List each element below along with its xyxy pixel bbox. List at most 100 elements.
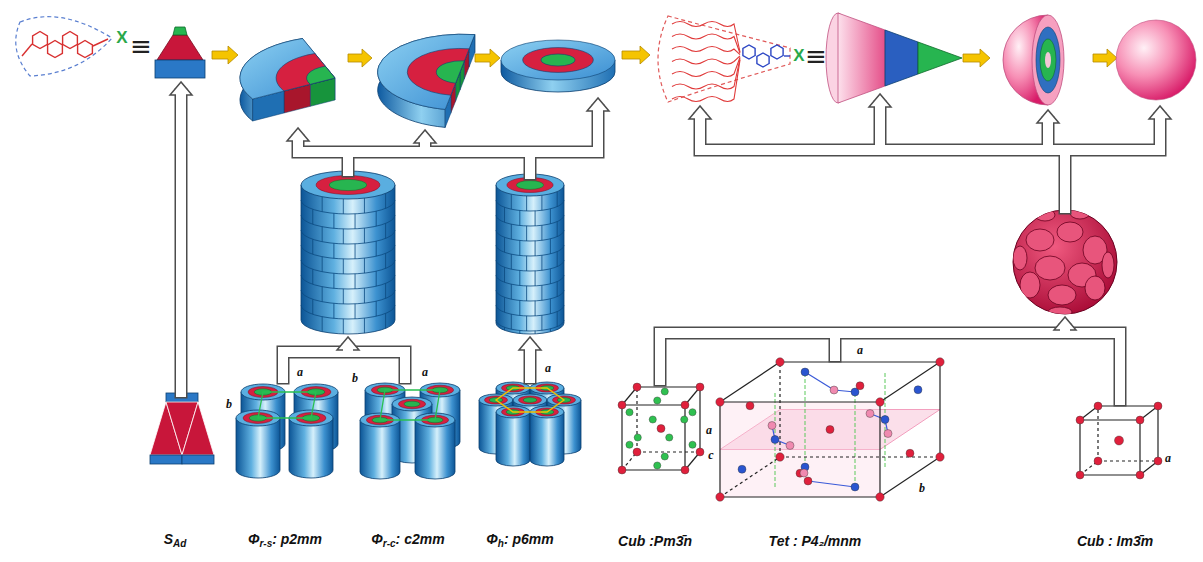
arrow-outline: [298, 111, 598, 174]
lattice-line: [380, 390, 440, 420]
atom-dot: [866, 410, 874, 418]
atom-dot: [776, 358, 784, 366]
ring: [48, 41, 63, 58]
brick-joint: [526, 256, 527, 271]
arrow-head: [414, 130, 436, 143]
column-top: [513, 394, 547, 406]
brick-joint: [355, 214, 356, 229]
column: [301, 171, 395, 334]
arrow-joint: [343, 349, 353, 352]
alkyl-chain: [672, 47, 740, 55]
cell-edge: [621, 405, 622, 470]
alkyl-chain: [672, 34, 740, 53]
cell-edge: [719, 402, 720, 497]
brick-line: [496, 305, 564, 316]
brick-joint: [322, 197, 323, 212]
brick-joint: [385, 283, 386, 298]
subscript: r-c: [383, 538, 396, 549]
micelle: [1048, 285, 1076, 305]
atom-dot: [1154, 402, 1162, 410]
brick-joint: [385, 193, 386, 208]
brick-joint: [385, 313, 386, 328]
atom-dot: [618, 401, 626, 409]
atom-dot: [716, 398, 724, 406]
brick-joint: [504, 237, 505, 252]
column-body: [415, 420, 455, 479]
equivalence-sign: ≡: [805, 43, 827, 69]
arrow-head: [170, 82, 192, 95]
cut-face: [1036, 27, 1060, 93]
brick-joint: [322, 257, 323, 272]
ring: [63, 32, 78, 49]
brick-joint: [385, 223, 386, 238]
arrow-head: [587, 98, 609, 111]
atom-dot: [634, 434, 641, 441]
brick-joint: [541, 225, 542, 240]
lattice-line: [258, 392, 316, 418]
brick-joint: [535, 331, 536, 334]
atom-dot: [716, 493, 724, 501]
atom-dot: [696, 448, 704, 456]
alkyl-chain: [672, 60, 740, 102]
brick-joint: [333, 243, 334, 258]
brick-joint: [312, 209, 313, 224]
brick-line: [496, 215, 564, 226]
atom-dot: [856, 382, 864, 390]
unit-cell: [716, 358, 944, 501]
molecule-outline: [658, 16, 790, 102]
brick-joint: [557, 222, 558, 237]
cone-tip: [918, 42, 962, 74]
cell-edge: [1157, 406, 1158, 461]
column-top: [392, 397, 432, 411]
brick-joint: [376, 241, 377, 256]
atom-dot: [776, 453, 784, 461]
equivalence-sign: ≡: [130, 33, 152, 59]
brick-line: [301, 260, 395, 274]
column-core: [523, 398, 537, 403]
atom-dot: [876, 398, 884, 406]
ring: [757, 53, 769, 67]
micelle: [1026, 229, 1054, 251]
brick-joint: [333, 213, 334, 228]
transition-arrow: [212, 46, 238, 64]
brick-joint: [343, 229, 344, 244]
layered-disk: [240, 39, 335, 122]
brick-joint: [557, 312, 558, 327]
cell-edge: [699, 387, 700, 452]
column-body: [530, 412, 564, 466]
ring: [743, 45, 755, 59]
arrow-head: [1149, 106, 1171, 119]
brick-joint: [504, 297, 505, 312]
alkyl-chain: [672, 59, 740, 90]
brick-joint: [322, 287, 323, 302]
brick-joint: [385, 253, 386, 268]
brick-line: [301, 305, 395, 319]
brick-joint: [511, 194, 512, 209]
brick-joint: [364, 258, 365, 273]
arrow-outline: [660, 330, 1120, 400]
wedge-base: [155, 60, 205, 78]
column-body: [360, 420, 400, 479]
bond: [784, 55, 790, 56]
column-core: [329, 179, 367, 190]
alkyl-chain: [672, 56, 740, 64]
block-arrow: [519, 337, 541, 378]
brick-line: [496, 275, 564, 286]
brick-joint: [519, 330, 520, 333]
cell-edge: [780, 361, 940, 362]
brick-joint: [504, 267, 505, 282]
unit-cell: [1076, 402, 1162, 479]
cell-edge: [720, 496, 880, 497]
lattice-line: [808, 481, 855, 487]
brick-joint: [376, 211, 377, 226]
axis-label: b: [226, 398, 232, 411]
label-text: Φ: [248, 531, 260, 547]
arrow-outline: [700, 107, 1160, 208]
brick-joint: [526, 226, 527, 241]
arrow-joint: [1155, 118, 1165, 121]
phase-label: Tet : P4₂/mnm: [769, 533, 862, 550]
cell-edge: [880, 457, 940, 497]
brick-joint: [535, 271, 536, 286]
alkyl-chain: [672, 57, 740, 76]
micelle: [1048, 307, 1072, 317]
